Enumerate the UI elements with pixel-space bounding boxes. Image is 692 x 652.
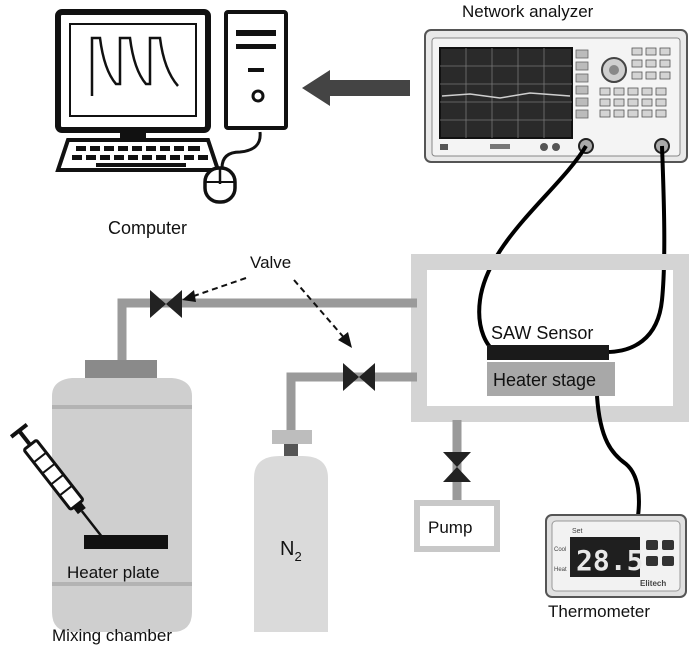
test-chamber [411, 254, 689, 422]
valve-icon [443, 452, 471, 482]
valve-icon [343, 363, 375, 391]
monitor-icon [55, 9, 211, 144]
valve-label: Valve [250, 253, 291, 272]
network-analyzer-label: Network analyzer [462, 2, 594, 21]
analyzer-cables [477, 144, 667, 354]
n2-tank: N2 [254, 430, 328, 632]
thermometer-wire [595, 395, 641, 517]
tower-icon [224, 10, 288, 130]
valve-pointer-arrows [187, 277, 347, 341]
mixing-chamber: Heater plate Mixing chamber [52, 360, 192, 645]
data-arrow [302, 70, 410, 106]
thermometer-set-label: Set [572, 528, 583, 535]
thermometer-heat-label: Heat [554, 567, 567, 573]
arrowhead [182, 290, 196, 302]
thermometer-reading: 28.5 [576, 544, 643, 577]
computer-label: Computer [108, 218, 187, 238]
thermometer-brand: Elitech [640, 579, 666, 588]
saw-sensor-label: SAW Sensor [491, 323, 593, 343]
arrowhead [338, 332, 352, 348]
pump: Pump [414, 500, 500, 552]
heater-plate-label: Heater plate [67, 563, 160, 582]
heater-stage: Heater stage [487, 362, 615, 396]
thermometer-cool-label: Cool [554, 547, 566, 553]
network-analyzer: Network analyzer [424, 2, 688, 163]
computer: Computer [55, 9, 288, 238]
syringe-icon [9, 422, 108, 544]
keyboard-icon [55, 138, 221, 172]
thermometer: Set Cool Heat 28.5 Elitech Thermometer [545, 514, 687, 621]
valve-icon [150, 290, 182, 318]
mixing-chamber-label: Mixing chamber [52, 626, 172, 645]
pump-label: Pump [428, 518, 472, 537]
thermometer-label: Thermometer [548, 602, 650, 621]
heater-stage-label: Heater stage [493, 370, 596, 390]
n2-label: N2 [280, 538, 302, 564]
mouse-icon [203, 131, 262, 204]
saw-sensor: SAW Sensor [487, 323, 609, 360]
